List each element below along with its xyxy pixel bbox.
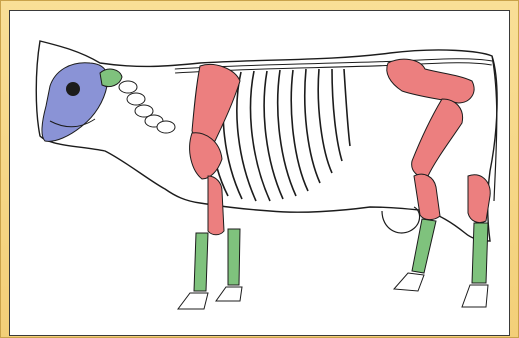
pelvis [387,59,474,103]
front-hoof-far [216,287,242,301]
front-hoof-near [178,293,208,309]
radius-front [208,176,224,235]
hind-cannon-near [472,223,488,283]
skull [42,63,108,142]
hind-hoof-far [394,273,424,291]
image-panel [9,10,510,336]
front-cannon-near [194,233,208,291]
front-cannon-far [228,229,240,285]
cow-skeleton-illustration [10,11,509,335]
hind-hoof-near [462,285,488,307]
udder [382,207,420,233]
neck-vertebrae [119,81,175,133]
femur [412,99,463,177]
scapula [192,64,240,141]
humerus [190,133,222,179]
hock [468,175,490,223]
atlas-vertebra [100,69,122,86]
eye-socket [66,82,80,96]
tibia [414,174,440,219]
